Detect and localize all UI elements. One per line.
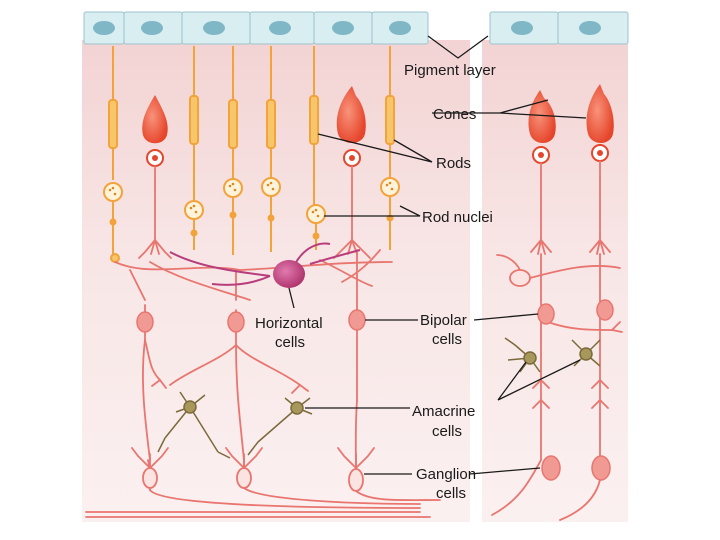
label-rod-nuclei: Rod nuclei bbox=[422, 209, 493, 226]
pigment-cell bbox=[313, 11, 373, 45]
bipolar-cell bbox=[596, 299, 614, 321]
pigment-cell bbox=[83, 11, 125, 45]
rods-leader bbox=[317, 133, 433, 163]
horizontal-cell bbox=[169, 242, 361, 288]
amacrine-cell bbox=[571, 339, 601, 367]
pigment-layer bbox=[83, 11, 629, 45]
label-ganglion-cells-line1: Ganglion bbox=[416, 466, 476, 483]
bipolar-cell bbox=[348, 309, 366, 331]
tissue-gap bbox=[470, 40, 482, 522]
rod bbox=[223, 46, 243, 255]
label-rods: Rods bbox=[436, 155, 471, 172]
amacrine-cell bbox=[504, 337, 541, 373]
label-cones: Cones bbox=[433, 106, 476, 123]
pigment-leader bbox=[427, 35, 489, 59]
ganglion-cells-right bbox=[541, 455, 611, 481]
amacrine-cell bbox=[157, 391, 231, 459]
amacrine-cells bbox=[157, 337, 601, 459]
label-bipolar-cells-line1: Bipolar bbox=[420, 312, 467, 329]
pigment-cell bbox=[489, 11, 559, 45]
cone bbox=[336, 86, 366, 167]
rod bbox=[306, 46, 326, 250]
rods bbox=[103, 46, 400, 263]
amacrine-cell bbox=[247, 397, 313, 456]
pigment-cell bbox=[181, 11, 251, 45]
cones-leader bbox=[432, 99, 587, 119]
label-horizontal-cells-line1: Horizontal bbox=[255, 315, 323, 332]
rod bbox=[184, 46, 204, 250]
pigment-cell bbox=[557, 11, 629, 45]
neuron-network bbox=[85, 160, 623, 521]
rod-nuclei-dots bbox=[108, 181, 394, 218]
label-pigment-layer: Pigment layer bbox=[404, 62, 496, 79]
label-bipolar-cells-line2: cells bbox=[432, 331, 462, 348]
pigment-cell bbox=[371, 11, 429, 45]
horizontal-leader bbox=[288, 287, 295, 309]
label-amacrine-cells-line2: cells bbox=[432, 423, 462, 440]
label-amacrine-cells-line1: Amacrine bbox=[412, 403, 475, 420]
pigment-cell bbox=[249, 11, 315, 45]
rod-nuclei-leader bbox=[324, 205, 421, 217]
label-ganglion-cells-line2: cells bbox=[436, 485, 466, 502]
ganglion-cell bbox=[591, 455, 611, 481]
pigment-cell bbox=[123, 11, 183, 45]
ganglion-leader bbox=[364, 467, 541, 475]
rod bbox=[261, 46, 281, 252]
bipolar-cells bbox=[136, 299, 614, 333]
bipolar-leader bbox=[365, 313, 539, 321]
bipolar-cell bbox=[537, 303, 555, 325]
ganglion-cell bbox=[541, 455, 561, 481]
labels: Pigment layer Cones Rods Rod nuclei Hori… bbox=[255, 62, 496, 502]
bipolar-cell bbox=[136, 311, 154, 333]
leader-lines bbox=[288, 35, 587, 475]
label-horizontal-cells-line2: cells bbox=[275, 334, 305, 351]
bipolar-cell bbox=[227, 311, 245, 333]
amacrine-leader bbox=[305, 359, 581, 409]
rod bbox=[103, 46, 123, 263]
